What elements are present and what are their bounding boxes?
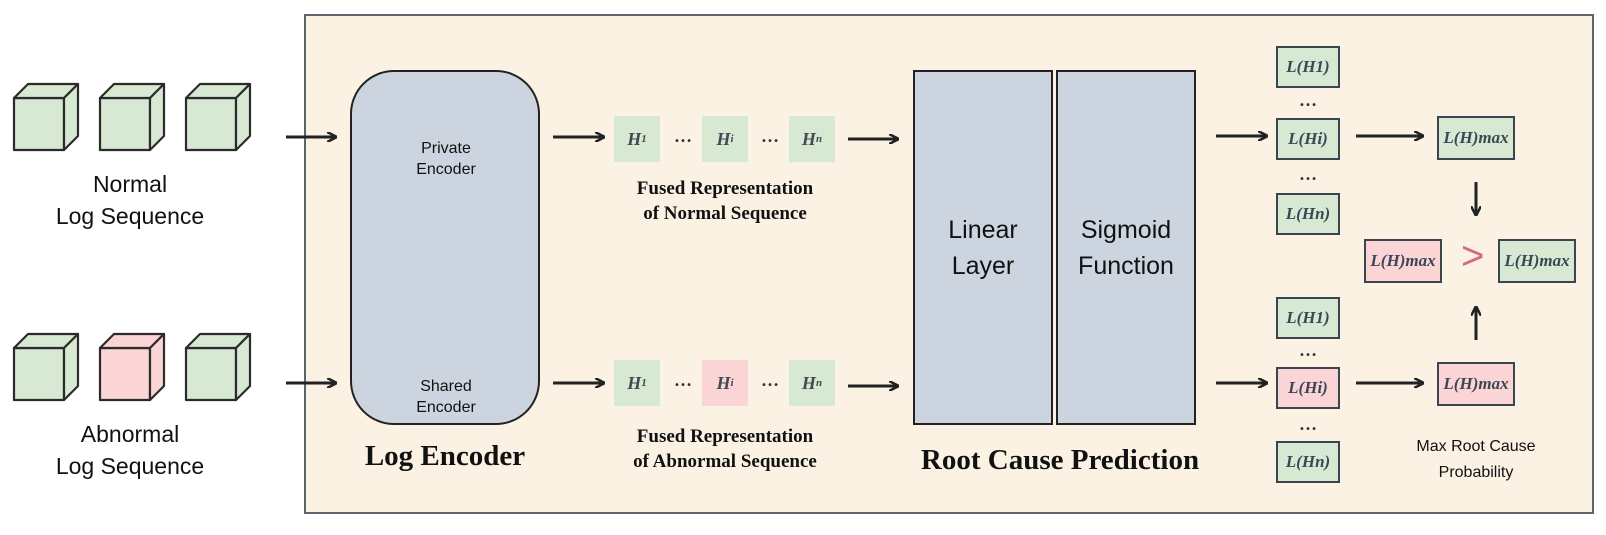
normal-dots-2: … bbox=[761, 126, 779, 146]
normal-cube-3 bbox=[184, 82, 252, 152]
private-line1: Private bbox=[421, 140, 471, 157]
abnormal-label-line1: Abnormal bbox=[80, 421, 180, 447]
normal-label-line2: Log Sequence bbox=[55, 203, 205, 229]
abnormal-score-vdots-2: … bbox=[1299, 414, 1317, 434]
max-caption-line2: Probability bbox=[1438, 464, 1514, 481]
comparison-left-max: L(H)max bbox=[1364, 239, 1442, 283]
linear-line2: Layer bbox=[951, 251, 1015, 280]
root-cause-prediction-title: Root Cause Prediction bbox=[920, 444, 1200, 476]
normal-score-l1: L(H1) bbox=[1276, 46, 1340, 88]
abnormal-caption-line1: Fused Representation bbox=[636, 426, 814, 447]
abnormal-caption-line2: of Abnormal Sequence bbox=[633, 451, 817, 472]
abnormal-cube-3 bbox=[184, 332, 252, 402]
linear-line1: Linear bbox=[948, 215, 1018, 244]
normal-caption-line2: of Normal Sequence bbox=[643, 203, 807, 224]
normal-fused-caption: Fused Representation of Normal Sequence bbox=[595, 176, 855, 226]
private-line2: Encoder bbox=[416, 161, 476, 178]
shared-line2: Encoder bbox=[416, 399, 476, 416]
greater-than-symbol: > bbox=[1461, 234, 1485, 278]
log-encoder-block bbox=[350, 70, 540, 425]
max-root-cause-caption: Max Root Cause Probability bbox=[1396, 434, 1556, 486]
abnormal-dots-2: … bbox=[761, 370, 779, 390]
normal-dots-1: … bbox=[674, 126, 692, 146]
abnormal-label-line2: Log Sequence bbox=[55, 453, 205, 479]
normal-score-ln: L(Hn) bbox=[1276, 193, 1340, 235]
abnormal-score-l1: L(H1) bbox=[1276, 297, 1340, 339]
abnormal-score-ln: L(Hn) bbox=[1276, 441, 1340, 483]
abnormal-score-li: L(Hi) bbox=[1276, 367, 1340, 409]
abnormal-fused-caption: Fused Representation of Abnormal Sequenc… bbox=[595, 424, 855, 474]
normal-caption-line1: Fused Representation bbox=[636, 178, 814, 199]
private-encoder-label: Private Encoder bbox=[381, 138, 511, 180]
normal-max-box: L(H)max bbox=[1437, 116, 1515, 160]
max-caption-line1: Max Root Cause bbox=[1416, 438, 1536, 455]
abnormal-max-box: L(H)max bbox=[1437, 362, 1515, 406]
shared-encoder-label: Shared Encoder bbox=[381, 376, 511, 418]
normal-label-line1: Normal bbox=[92, 171, 168, 197]
abnormal-score-vdots-1: … bbox=[1299, 340, 1317, 360]
normal-cube-1 bbox=[12, 82, 80, 152]
normal-cube-2 bbox=[98, 82, 166, 152]
abnormal-dots-1: … bbox=[674, 370, 692, 390]
abnormal-cube-1 bbox=[12, 332, 80, 402]
comparison-right-max: L(H)max bbox=[1498, 239, 1576, 283]
normal-score-vdots-2: … bbox=[1299, 164, 1317, 184]
sigmoid-line1: Sigmoid bbox=[1080, 215, 1172, 244]
normal-sequence-label: Normal Log Sequence bbox=[20, 168, 240, 232]
shared-line1: Shared bbox=[420, 378, 472, 395]
normal-score-vdots-1: … bbox=[1299, 90, 1317, 110]
log-encoder-title: Log Encoder bbox=[364, 440, 526, 472]
normal-score-li: L(Hi) bbox=[1276, 118, 1340, 160]
abnormal-sequence-label: Abnormal Log Sequence bbox=[20, 418, 240, 482]
sigmoid-line2: Function bbox=[1078, 251, 1174, 280]
abnormal-cube-2 bbox=[98, 332, 166, 402]
